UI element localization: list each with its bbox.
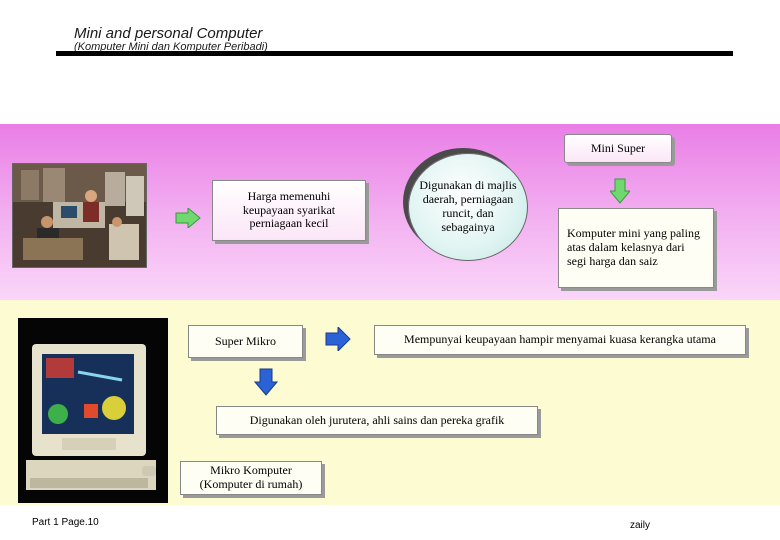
mini-super-box: Mini Super <box>564 134 672 163</box>
super-mikro-box: Super Mikro <box>188 325 303 358</box>
super-mikro-text: Super Mikro <box>215 333 276 348</box>
komputer-mini-text: Komputer mini yang paling atas dalam kel… <box>567 226 700 268</box>
komputer-mini-box: Komputer mini yang paling atas dalam kel… <box>558 208 714 288</box>
author-label: zaily <box>630 520 651 531</box>
mikro-komputer-text: Mikro Komputer (Komputer di rumah) <box>199 463 303 491</box>
jurutera-text: Digunakan oleh jurutera, ahli sains dan … <box>249 412 505 427</box>
mini-super-text: Mini Super <box>590 140 646 155</box>
page-subtitle: (Komputer Mini dan Komputer Peribadi) <box>74 41 268 53</box>
green-arrow-icon <box>608 178 632 204</box>
office-photo-image <box>12 163 147 268</box>
mempunyai-text: Mempunyai keupayaan hampir menyamai kuas… <box>404 332 716 347</box>
page-title: Mini and personal Computer <box>74 25 263 42</box>
title-divider <box>56 51 733 56</box>
blue-arrow-icon <box>253 368 279 396</box>
mempunyai-box: Mempunyai keupayaan hampir menyamai kuas… <box>374 325 746 355</box>
mikro-komputer-box: Mikro Komputer (Komputer di rumah) <box>180 461 322 495</box>
harga-box: Harga memenuhi keupayaan syarikat pernia… <box>212 180 366 241</box>
jurutera-box: Digunakan oleh jurutera, ahli sains dan … <box>216 406 538 435</box>
green-arrow-icon <box>175 206 201 230</box>
workstation-photo-image <box>18 318 168 503</box>
blue-arrow-icon <box>325 325 351 353</box>
digunakan-text: Digunakan di majlis daerah, perniagaan r… <box>419 178 517 234</box>
harga-text: Harga memenuhi keupayaan syarikat pernia… <box>242 188 336 231</box>
page-number: Part 1 Page.10 <box>32 517 99 528</box>
digunakan-circle: Digunakan di majlis daerah, perniagaan r… <box>408 153 528 261</box>
